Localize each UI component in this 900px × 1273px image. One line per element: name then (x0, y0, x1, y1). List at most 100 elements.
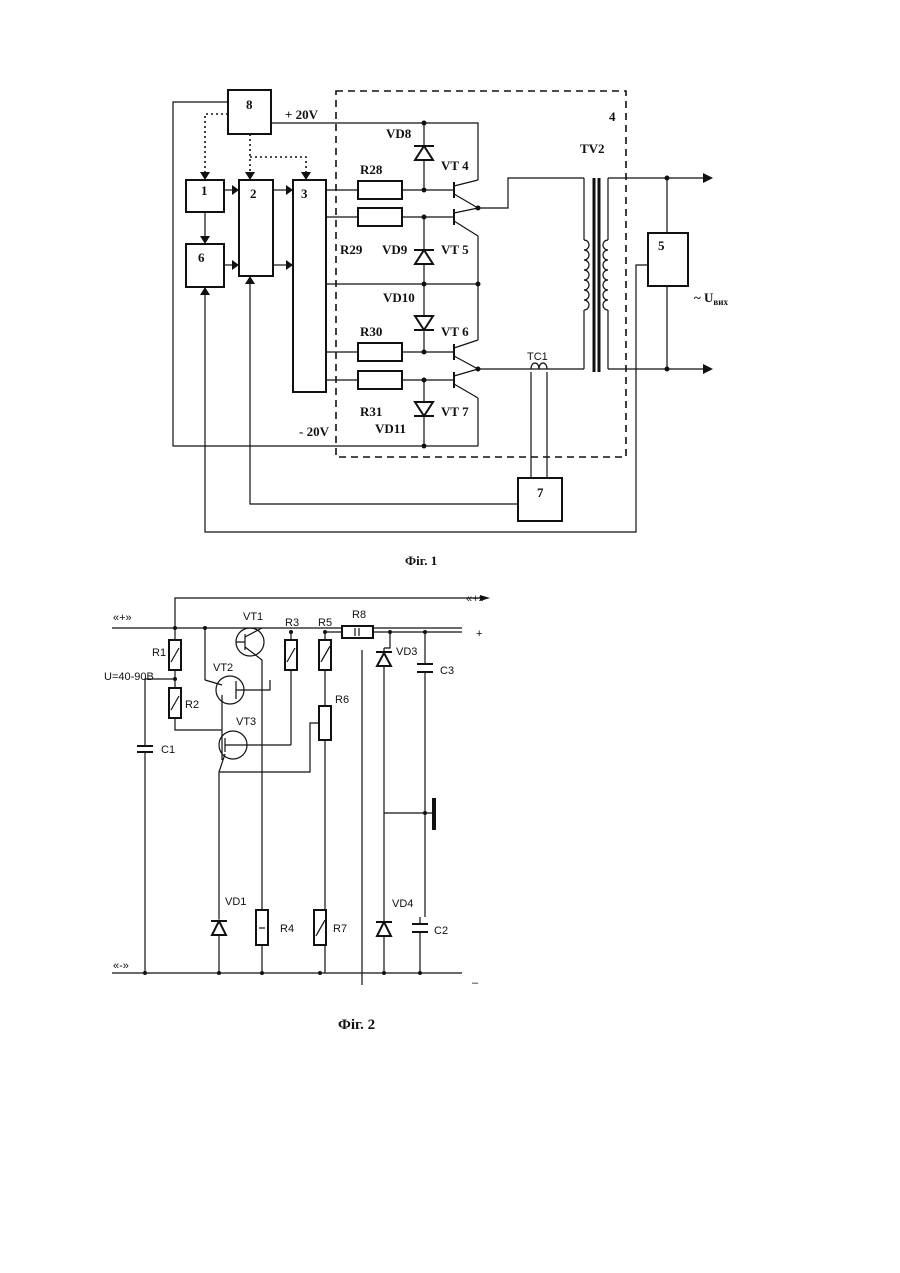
block-5-label: 5 (658, 238, 665, 253)
block-8-label: 8 (246, 97, 253, 112)
transistor-vt2-label: VT2 (213, 662, 233, 674)
arrowhead (200, 172, 210, 180)
resistor-r29 (358, 208, 402, 226)
junction-dot (423, 811, 427, 815)
resistor-r5-label: R5 (318, 617, 332, 629)
capacitor-c3-label: C3 (440, 665, 454, 677)
transistor-vt5 (454, 208, 478, 236)
feedback-5-to-6 (205, 265, 648, 532)
arrowhead (200, 236, 210, 244)
resistor-r6-label: R6 (335, 694, 349, 706)
junction-dot (422, 215, 427, 220)
pos-20v-label: + 20V (285, 107, 319, 122)
figure-2-caption: Фіг. 2 (338, 1017, 375, 1033)
transistor-vt4-label: VT 4 (441, 158, 469, 173)
diode-vd8-label: VD8 (386, 126, 412, 141)
output-plus-sign: + (476, 628, 482, 640)
diode-vd8 (415, 146, 433, 160)
dotted-8-to-3 (250, 157, 306, 172)
arrowhead (286, 185, 293, 195)
diode-vd4-label: VD4 (392, 898, 413, 910)
capacitor-c2 (412, 924, 428, 932)
block-7-label: 7 (537, 485, 544, 500)
block-3 (293, 180, 326, 392)
resistor-r31-label: R31 (360, 404, 382, 419)
r1-r2-wire (175, 628, 222, 730)
resistor-r6-wiper (310, 723, 319, 733)
block-5 (648, 233, 688, 286)
arrowhead (232, 260, 239, 270)
resistor-r3-label: R3 (285, 617, 299, 629)
junction-dot (422, 444, 427, 449)
block-1-label: 1 (201, 183, 208, 198)
diode-vd4 (377, 922, 391, 936)
resistor-r2-label: R2 (185, 699, 199, 711)
arrowhead (286, 260, 293, 270)
diode-vd3-label: VD3 (396, 646, 417, 658)
transistor-vt3-label: VT3 (236, 716, 256, 728)
resistor-r28 (358, 181, 402, 199)
transformer-tv2-label: TV2 (580, 141, 605, 156)
block-3-label: 3 (301, 186, 308, 201)
arrowhead (245, 276, 255, 284)
resistor-r8-label: R8 (352, 609, 366, 621)
diode-vd11 (415, 402, 433, 416)
block-6 (186, 244, 224, 287)
diode-vd1-label: VD1 (225, 896, 246, 908)
transistor-vt5-label: VT 5 (441, 242, 469, 257)
transistor-vt7-label: VT 7 (441, 404, 469, 419)
capacitor-c1-label: C1 (161, 744, 175, 756)
transistor-vt7 (454, 369, 478, 398)
resistor-r8 (342, 626, 373, 638)
figure-1: 4 8 + 20V 1 6 2 3 (173, 90, 728, 568)
resistor-r4-label: R4 (280, 923, 294, 935)
diode-vd10 (415, 316, 433, 330)
junction-dot (318, 971, 322, 975)
resistor-r6 (319, 706, 331, 740)
junction-dot (422, 378, 427, 383)
arrowhead (232, 185, 239, 195)
diode-vd3 (377, 653, 391, 666)
upper-half-bridge-out (478, 178, 584, 208)
dotted-8-to-1 (205, 114, 228, 172)
resistor-r28-label: R28 (360, 162, 383, 177)
junction-dot (476, 367, 481, 372)
arrowhead (245, 172, 255, 180)
arrowhead (301, 172, 311, 180)
neg-20v-label: - 20V (299, 424, 330, 439)
current-transformer-tc1-label: TC1 (527, 351, 548, 363)
junction-dot (422, 188, 427, 193)
transformer-tv2 (584, 178, 608, 372)
resistor-r7 (314, 910, 326, 945)
arrowhead (703, 173, 713, 183)
out-pos-label: «+» (466, 593, 485, 605)
junction-dot (422, 350, 427, 355)
capacitor-c1 (137, 746, 153, 752)
current-transformer-tc1 (531, 363, 547, 478)
transistor-vt1-label: VT1 (243, 611, 263, 623)
input-pos-label: «+» (113, 612, 132, 624)
resistor-r31 (358, 371, 402, 389)
arrowhead (703, 364, 713, 374)
junction-dot (476, 206, 481, 211)
block-6-label: 6 (198, 250, 205, 265)
output-voltage-label: ~ Uвих (694, 290, 728, 307)
transistor-vt4 (454, 180, 478, 208)
output-minus-sign: – (472, 977, 479, 989)
junction-dot (173, 677, 177, 681)
resistor-r29-label: R29 (340, 242, 363, 257)
capacitor-c2-label: C2 (434, 925, 448, 937)
voltage-label: U=40-90B (104, 671, 154, 683)
diode-vd10-label: VD10 (383, 290, 415, 305)
r6-feedback-wire (219, 733, 310, 772)
block-2-label: 2 (250, 186, 257, 201)
resistor-r30-label: R30 (360, 324, 382, 339)
resistor-r30 (358, 343, 402, 361)
resistor-r7-label: R7 (333, 923, 347, 935)
diode-vd9-label: VD9 (382, 242, 408, 257)
figure-1-caption: Фіг. 1 (405, 553, 437, 568)
diode-vd9 (415, 250, 433, 264)
block-4-label: 4 (609, 109, 616, 124)
junction-dot (422, 121, 427, 126)
capacitor-c3 (417, 664, 433, 672)
